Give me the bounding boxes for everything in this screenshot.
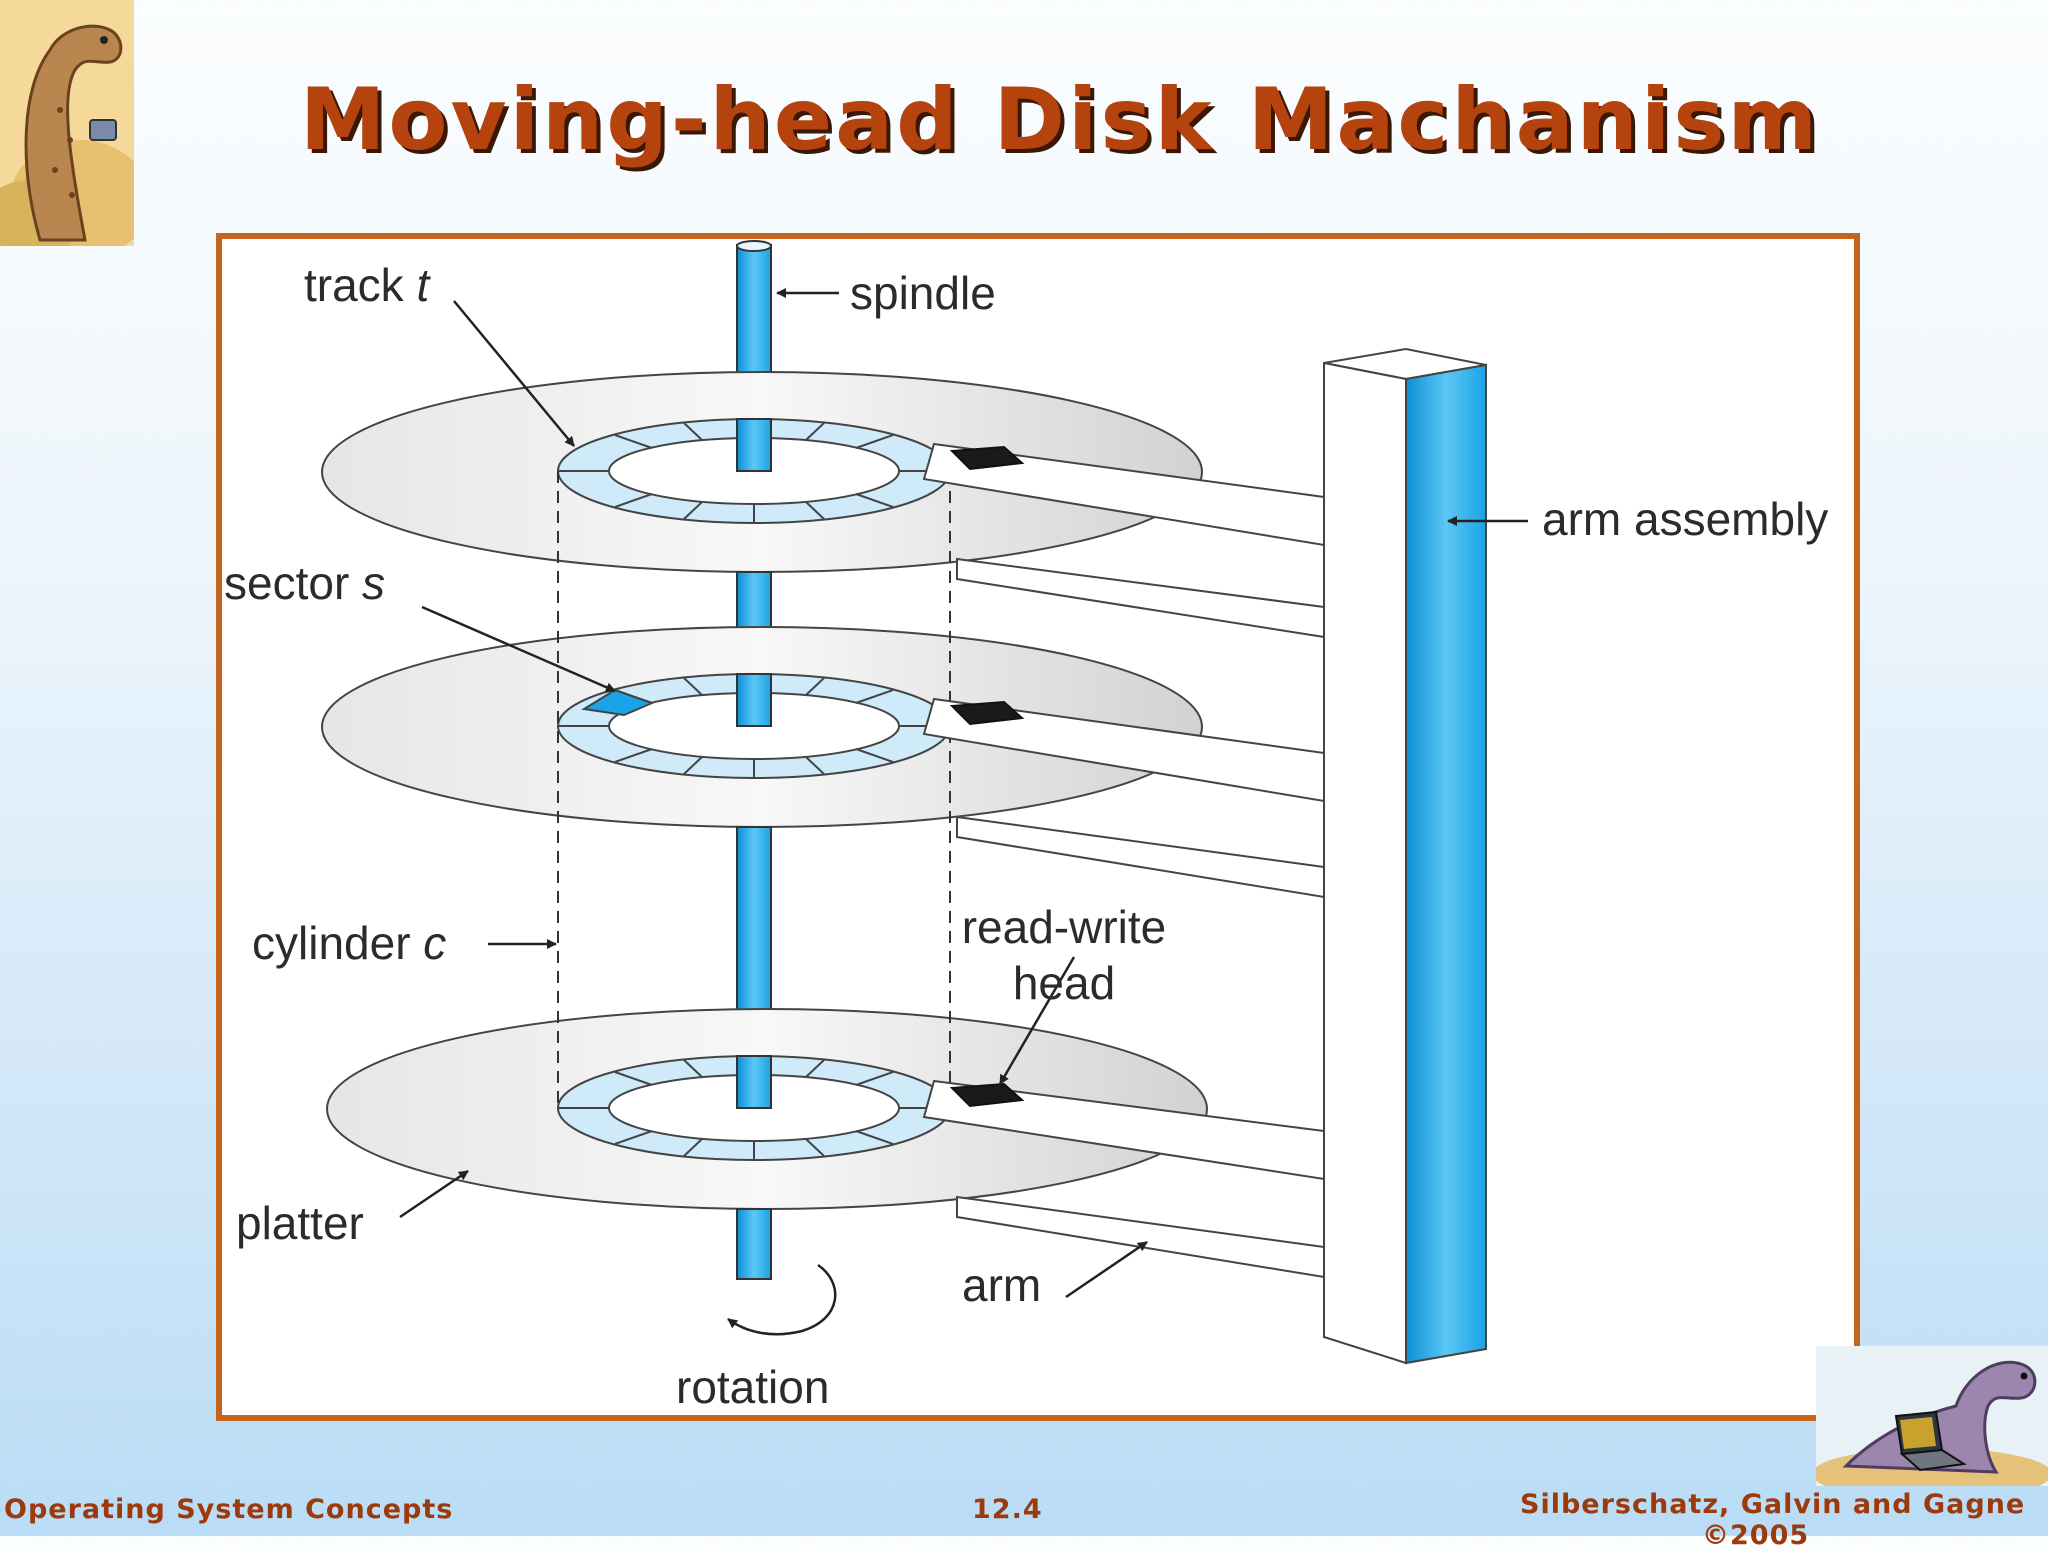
label-arm: arm bbox=[962, 1259, 1041, 1311]
disk-diagram: track t spindle arm assembly sector s cy… bbox=[216, 233, 1860, 1421]
label-track: track t bbox=[304, 259, 431, 311]
label-head: head bbox=[1013, 957, 1115, 1009]
footer-page-number: 12.4 bbox=[972, 1494, 1043, 1525]
page-title: Moving-head Disk Machanism bbox=[299, 70, 1821, 170]
label-cylinder: cylinder c bbox=[252, 917, 446, 969]
footer-book-title: Operating System Concepts bbox=[4, 1494, 454, 1525]
read-write-heads bbox=[949, 445, 1025, 1108]
label-sector: sector s bbox=[224, 557, 385, 609]
platter-3 bbox=[326, 1008, 1208, 1210]
footer-authors: Silberschatz, Galvin and Gagne bbox=[1520, 1489, 2026, 1520]
label-read-write: read-write bbox=[962, 901, 1167, 953]
dinosaur-logo-icon bbox=[0, 0, 150, 260]
arms bbox=[922, 442, 1325, 1279]
leader-arrows bbox=[399, 288, 1528, 1336]
label-rotation: rotation bbox=[676, 1361, 829, 1413]
label-spindle: spindle bbox=[850, 267, 996, 319]
platter-2 bbox=[321, 626, 1203, 828]
cylinder-outline bbox=[557, 471, 951, 1108]
platter-1 bbox=[321, 371, 1203, 573]
label-platter: platter bbox=[236, 1197, 364, 1249]
label-arm-assembly: arm assembly bbox=[1542, 493, 1828, 545]
spindle-bottom bbox=[736, 1208, 772, 1280]
arm-assembly bbox=[1323, 347, 1487, 1365]
dinosaur-laptop-icon bbox=[1812, 1346, 2048, 1500]
